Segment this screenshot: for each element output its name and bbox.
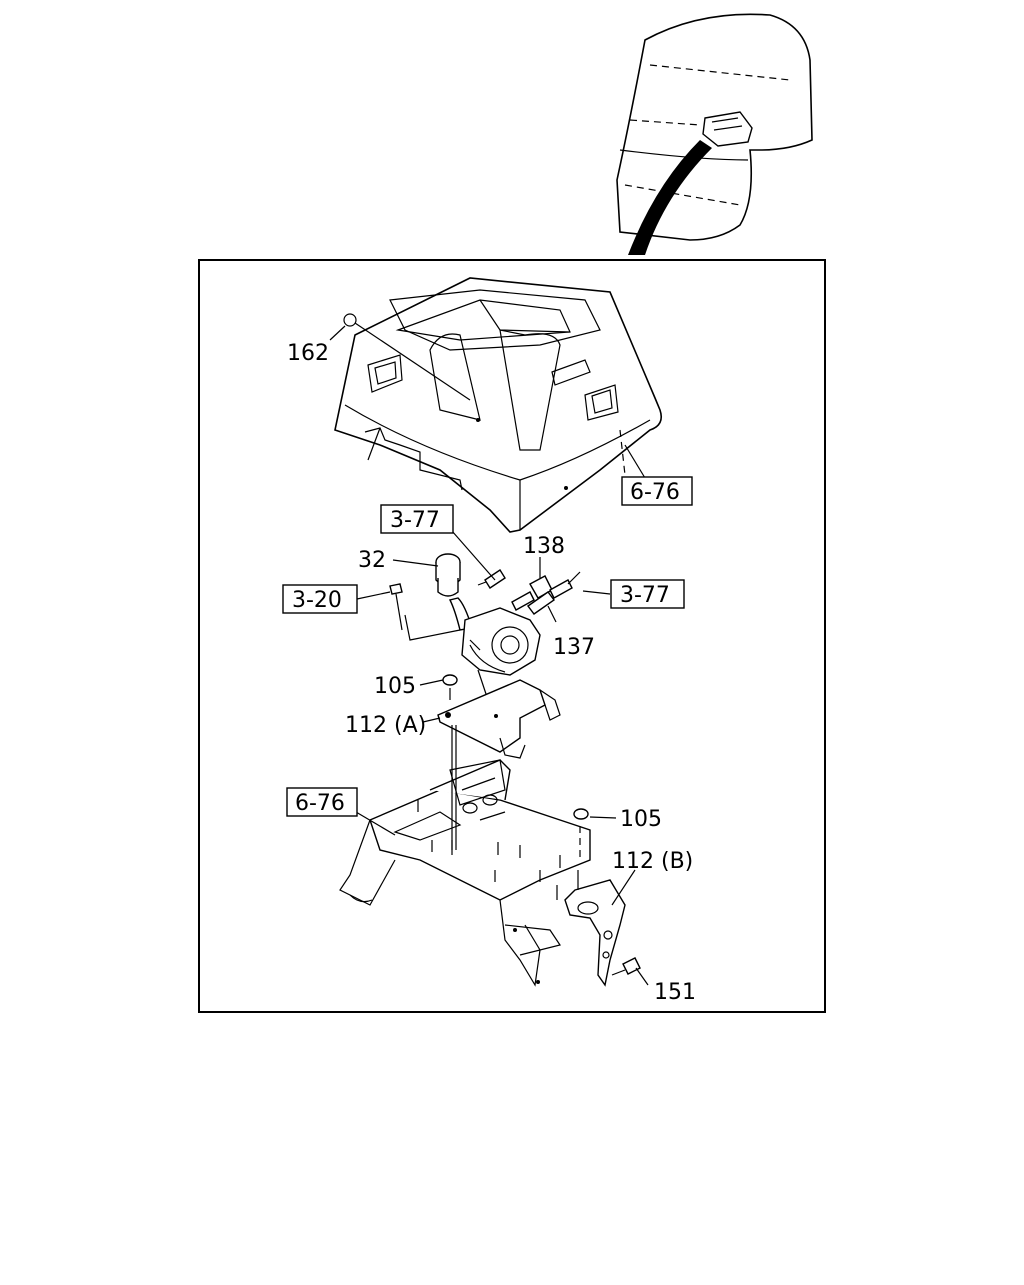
label-112b: 112 (B) <box>612 849 693 874</box>
reference-boxes: 6-76 3-77 3-20 3-77 6-76 <box>282 476 693 817</box>
console-cover <box>334 277 663 533</box>
ref-6-76-bottom: 6-76 <box>295 791 345 816</box>
part-labels: 162 32 138 137 105 112 (A) 105 112 (B) 1… <box>287 341 696 1005</box>
ref-3-77-right: 3-77 <box>620 583 670 608</box>
shift-lever-assembly <box>389 553 581 713</box>
label-32: 32 <box>358 548 386 573</box>
label-105-right: 105 <box>620 807 662 832</box>
label-162: 162 <box>287 341 329 366</box>
label-137: 137 <box>553 635 595 660</box>
detail-frame <box>198 259 826 1013</box>
ref-6-76-top: 6-76 <box>630 480 680 505</box>
label-105-top: 105 <box>374 674 416 699</box>
ref-3-77-left: 3-77 <box>390 508 440 533</box>
leader-lines <box>329 313 649 986</box>
bracket-112a <box>437 674 561 759</box>
cab-overview-inset <box>616 13 813 255</box>
label-151: 151 <box>654 980 696 1005</box>
label-112a: 112 (A) <box>345 713 426 738</box>
ref-3-20: 3-20 <box>292 588 342 613</box>
bracket-112b <box>556 808 641 987</box>
mounting-frame <box>339 725 591 987</box>
label-138: 138 <box>523 534 565 559</box>
